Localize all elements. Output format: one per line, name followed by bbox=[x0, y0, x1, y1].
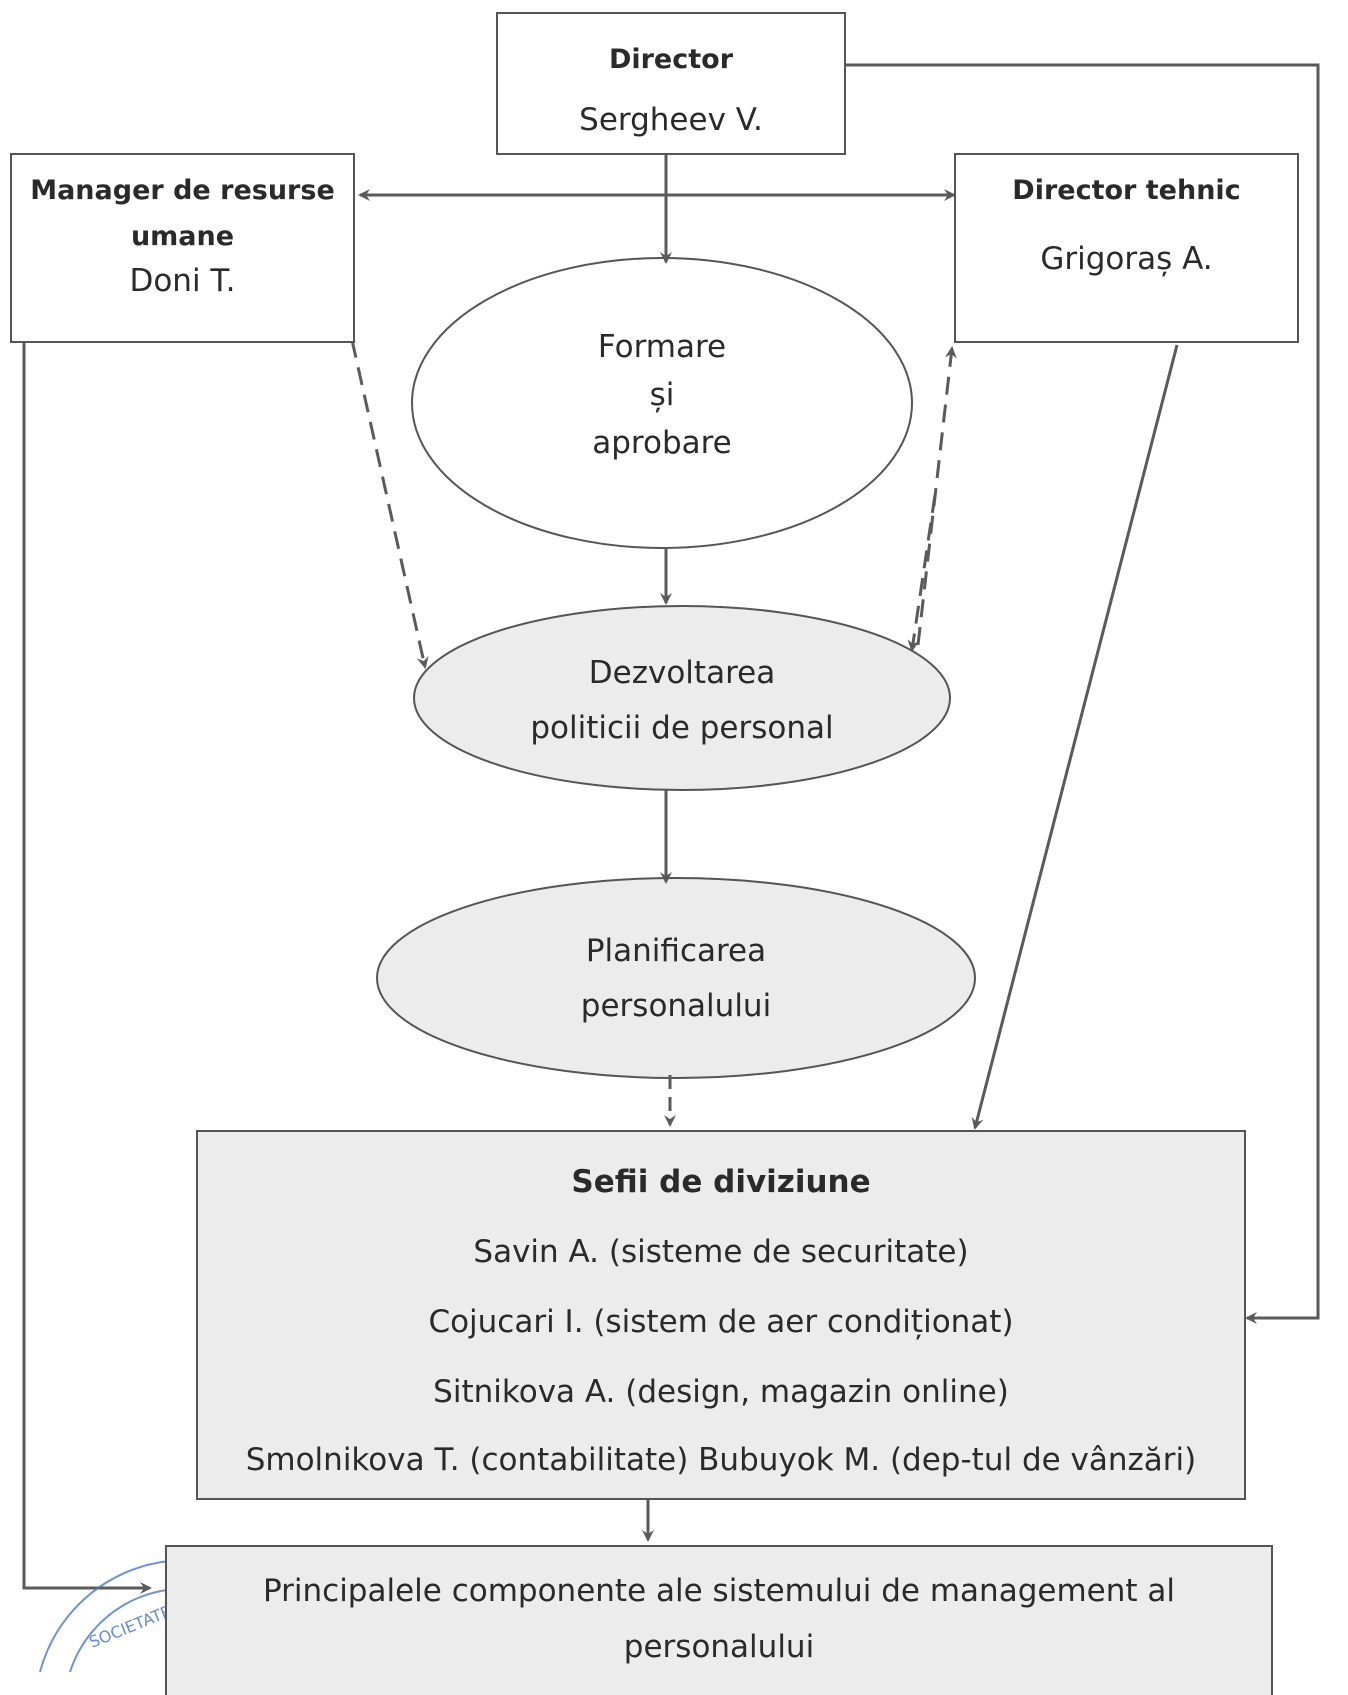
hr-manager-title-line1: Manager de resurse bbox=[30, 175, 335, 206]
formation-line3: aprobare bbox=[592, 425, 732, 461]
ellipse-development bbox=[413, 605, 951, 791]
connector-tech-division bbox=[971, 344, 1179, 1130]
ellipse-planning bbox=[376, 877, 976, 1079]
hr-manager-title-line2: umane bbox=[130, 221, 235, 252]
director-name: Sergheev V. bbox=[579, 102, 763, 138]
development-line1: Dezvoltarea bbox=[588, 655, 776, 691]
director-title: Director bbox=[608, 44, 734, 75]
planning-line2: personalului bbox=[580, 988, 772, 1024]
hr-manager-name: Doni T. bbox=[129, 263, 236, 299]
division-member: Cojucari I. (sistem de aer condiționat) bbox=[428, 1304, 1014, 1340]
formation-line2: și bbox=[649, 377, 675, 413]
division-member: Smolnikova T. (contabilitate) Bubuyok M.… bbox=[245, 1442, 1197, 1478]
planning-line1: Planificarea bbox=[585, 933, 767, 969]
formation-text: Formare și aprobare bbox=[462, 323, 862, 467]
tech-director-box: Director tehnic Grigoraș A. bbox=[954, 153, 1299, 343]
main-components-line2: personalului bbox=[623, 1629, 815, 1665]
tech-director-title: Director tehnic bbox=[1012, 175, 1241, 206]
connector-hr-components-loop bbox=[22, 340, 152, 1594]
main-components-line1: Principalele componente ale sistemului d… bbox=[263, 1573, 1175, 1609]
development-line2: politicii de personal bbox=[530, 710, 834, 746]
division-member: Sitnikova A. (design, magazin online) bbox=[433, 1374, 1009, 1410]
formation-line1: Formare bbox=[597, 329, 727, 365]
connector-director-division-loop bbox=[845, 63, 1320, 1324]
tech-director-name: Grigoraș A. bbox=[1040, 241, 1213, 277]
development-text: Dezvoltarea politicii de personal bbox=[462, 646, 902, 756]
main-components-box: Principalele componente ale sistemului d… bbox=[165, 1545, 1273, 1695]
hr-manager-box: Manager de resurse umane Doni T. bbox=[10, 153, 355, 343]
division-heads-box: Sefii de diviziune Savin A. (sisteme de … bbox=[196, 1130, 1246, 1500]
division-member: Savin A. (sisteme de securitate) bbox=[473, 1234, 969, 1270]
director-box: Director Sergheev V. bbox=[496, 12, 846, 155]
planning-text: Planificarea personalului bbox=[476, 924, 876, 1034]
division-heads-title: Sefii de diviziune bbox=[571, 1164, 871, 1200]
